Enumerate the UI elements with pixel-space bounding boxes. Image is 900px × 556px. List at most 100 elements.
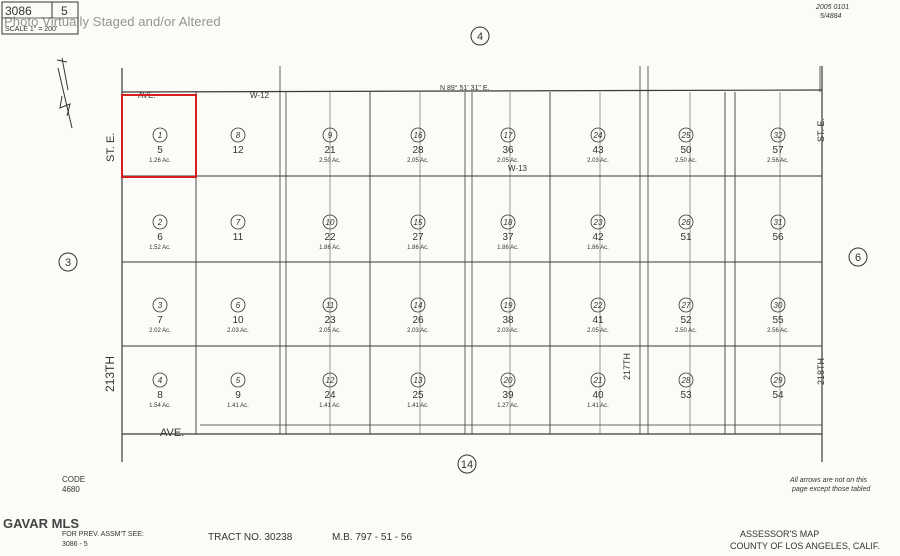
map-page-number: 5 [61,4,68,18]
lot-number[interactable]: 26 [412,315,424,326]
lot-number[interactable]: 50 [680,145,692,156]
parcel-area: 2.03 Ac. [497,328,519,334]
stamp-number: 5/4884 [820,13,842,20]
parcel-area: 2.05 Ac. [587,328,609,334]
parcel-number-circle [152,372,168,388]
street-label-st-e-west: ST. E. [105,133,117,162]
parcel-area: 2.56 Ac. [767,158,789,164]
lot-number[interactable]: 56 [772,232,784,243]
lot-number[interactable]: 53 [680,390,692,401]
lot-number[interactable]: 27 [412,232,424,243]
lot-number[interactable]: 25 [412,390,424,401]
parcel-number: 15 [414,218,423,227]
parcel-number-circle [770,127,786,143]
lot-number[interactable]: 21 [324,145,336,156]
parcel-number-circle [152,297,168,313]
parcel-number: 13 [414,376,423,385]
parcel-number-circle [322,127,338,143]
lot-number[interactable]: 6 [157,232,163,243]
lot-number[interactable]: 41 [592,315,604,326]
street-label-st-e-east: ST. E. [816,118,826,142]
parcel-number-circle [152,214,168,230]
parcel-number-circle [500,297,516,313]
street-label-218th: 218TH [816,358,826,385]
lot-number[interactable]: 22 [324,232,336,243]
lot-number[interactable]: 43 [592,145,604,156]
virtual-staging-watermark: Photo Virtually Staged and/or Altered [4,14,221,29]
parcel-area: 2.03 Ac. [587,158,609,164]
parcel-grid: 151.26 Ac.261.52 Ac.372.02 Ac.481.54 Ac.… [121,66,823,462]
lot-number[interactable]: 38 [502,315,514,326]
adjoining-page-south-circle [457,454,477,474]
parcel-number-circle [322,372,338,388]
lot-number[interactable]: 39 [502,390,514,401]
parcel-number: 12 [326,376,335,385]
parcel-number-circle [678,214,694,230]
lot-number[interactable]: 36 [502,145,514,156]
lot-number[interactable]: 10 [232,315,244,326]
parcel-number-circle [500,214,516,230]
lot-number[interactable]: 7 [157,315,163,326]
parcel-number: 20 [503,376,513,385]
parcel-area: 2.03 Ac. [227,328,249,334]
lot-number[interactable]: 8 [157,390,163,401]
parcel-number: 32 [774,131,783,140]
parcel-area: 1.86 Ac. [319,245,341,251]
parcel-number-circle [590,372,606,388]
adjoining-page-south: 14 [461,459,473,471]
parcel-number-circle [322,297,338,313]
parcel-number-circle [230,297,246,313]
lot-number[interactable]: 24 [324,390,336,401]
adjoining-page-west-circle [58,252,78,272]
parcel-number: 26 [681,218,691,227]
lot-number[interactable]: 52 [680,315,692,326]
parcel-number-circle [410,214,426,230]
parcel-number-circle [770,214,786,230]
parcel-number: 21 [593,376,603,385]
parcel-area: 1.86 Ac. [407,245,429,251]
lot-number[interactable]: 5 [157,145,163,156]
parcel-number-circle [770,297,786,313]
lot-number[interactable]: 23 [324,315,336,326]
parcel-number-circle [678,372,694,388]
parcel-number-circle [410,127,426,143]
parcel-area: 1.26 Ac. [149,158,171,164]
parcel-number: 24 [593,131,603,140]
parcel-number-circle [770,372,786,388]
north-boundary-line [121,89,823,93]
parcel-area: 1.41 Ac. [407,403,429,409]
parcel-number: 14 [414,301,423,310]
parcel-number-circle [590,127,606,143]
parcel-number-circle [230,214,246,230]
parcel-number: 2 [157,218,163,227]
map-book-number: 3086 [5,4,32,18]
lot-number[interactable]: 55 [772,315,784,326]
parcel-number-circle [152,127,168,143]
lot-number[interactable]: 28 [412,145,424,156]
parcel-area: 2.56 Ac. [767,328,789,334]
lot-number[interactable]: 12 [232,145,244,156]
adjoining-page-north-circle [470,26,490,46]
parcel-area: 1.41 Ac. [587,403,609,409]
parcel-number: 1 [158,131,162,140]
adjoining-page-north: 4 [477,31,483,43]
lot-number[interactable]: 54 [772,390,784,401]
parcel-area: 2.50 Ac. [675,158,697,164]
parcel-number: 9 [328,131,333,140]
street-label-213th: 213TH [103,356,117,392]
lot-number[interactable]: 51 [680,232,692,243]
county-label: COUNTY OF LOS ANGELES, CALIF. [730,541,880,551]
parcel-number-circle [500,127,516,143]
subject-parcel-highlight[interactable] [121,94,197,178]
lot-number[interactable]: 40 [592,390,604,401]
lot-number[interactable]: 37 [502,232,514,243]
lot-number[interactable]: 11 [233,232,244,243]
map-book-reference: M.B. 797 - 51 - 56 [332,532,412,543]
parcel-number-circle [230,372,246,388]
lot-number[interactable]: 42 [592,232,604,243]
lot-number[interactable]: 9 [235,390,241,401]
lot-number[interactable]: 57 [772,145,784,156]
parcel-area: 2.02 Ac. [149,328,171,334]
